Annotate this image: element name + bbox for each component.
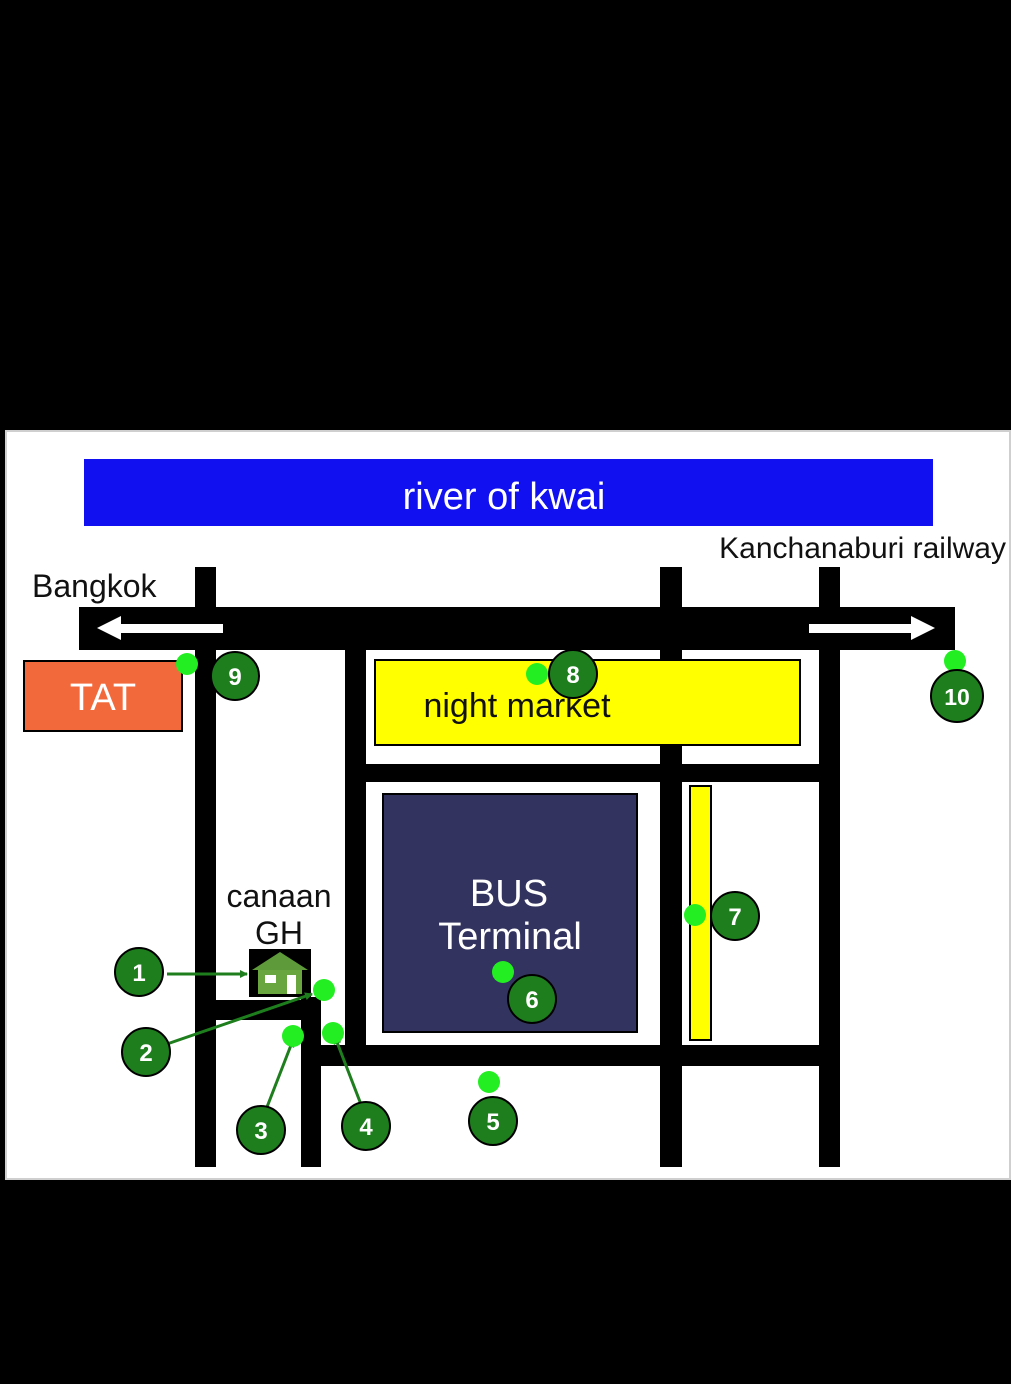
svg-text:6: 6 <box>525 987 538 1014</box>
svg-text:10: 10 <box>944 684 970 710</box>
bangkok-label: Bangkok <box>32 568 158 604</box>
location-dot-8 <box>526 663 548 685</box>
bus-terminal-box <box>382 793 638 1033</box>
svg-text:8: 8 <box>566 662 579 689</box>
map-canvas: river of kwai Kanchanaburi railway Bangk… <box>23 459 1006 1167</box>
svg-text:4: 4 <box>359 1114 373 1141</box>
location-dot-6 <box>492 961 514 983</box>
road-mid <box>345 650 366 1065</box>
svg-text:7: 7 <box>728 904 741 931</box>
road-east <box>819 567 840 1167</box>
house-icon <box>249 949 311 997</box>
location-dot-10 <box>944 650 966 672</box>
location-dot-4 <box>322 1022 344 1044</box>
location-dot-7 <box>684 904 706 926</box>
bus-terminal-label-1: BUS <box>470 873 548 915</box>
railway-label: Kanchanaburi railway <box>719 532 1006 565</box>
marker-10: 10 <box>930 669 984 723</box>
arrow-right-icon <box>809 616 935 640</box>
svg-text:2: 2 <box>139 1040 152 1067</box>
marker-9: 9 <box>210 651 260 701</box>
svg-text:5: 5 <box>486 1109 499 1136</box>
river <box>84 459 933 526</box>
marker-6: 6 <box>507 974 557 1024</box>
svg-text:3: 3 <box>254 1118 267 1145</box>
pointer-arrow-4 <box>333 1036 364 1108</box>
tat-box <box>23 660 183 732</box>
location-dot-3 <box>282 1025 304 1047</box>
marker-5: 5 <box>468 1096 518 1146</box>
svg-text:1: 1 <box>132 960 145 987</box>
road-cross-south <box>301 1045 840 1066</box>
road-west <box>195 567 216 1167</box>
marker-1: 1 <box>114 947 164 997</box>
tat-label: TAT <box>70 677 136 719</box>
road-side <box>195 1000 321 1020</box>
pointer-arrow-2 <box>166 992 313 1046</box>
svg-text:9: 9 <box>228 664 241 691</box>
marker-4: 4 <box>341 1101 391 1151</box>
guesthouse-label-1: canaan <box>227 878 332 914</box>
guesthouse-label-2: GH <box>255 915 303 951</box>
pointer-arrow-3 <box>265 1039 295 1108</box>
marker-7: 7 <box>710 891 760 941</box>
marker-8: 8 <box>548 649 598 699</box>
road-railway <box>660 567 682 1167</box>
marker-3: 3 <box>236 1105 286 1155</box>
river-label: river of kwai <box>403 476 606 518</box>
road-cross-mid <box>345 764 840 782</box>
arrow-left-icon <box>97 616 223 640</box>
map-frame: river of kwai Kanchanaburi railway Bangk… <box>5 430 1011 1180</box>
bus-terminal-label-2: Terminal <box>438 916 582 958</box>
location-dot-9 <box>176 653 198 675</box>
location-dot-2 <box>313 979 335 1001</box>
marker-2: 2 <box>121 1027 171 1077</box>
location-dot-5 <box>478 1071 500 1093</box>
road-lane <box>301 997 321 1167</box>
